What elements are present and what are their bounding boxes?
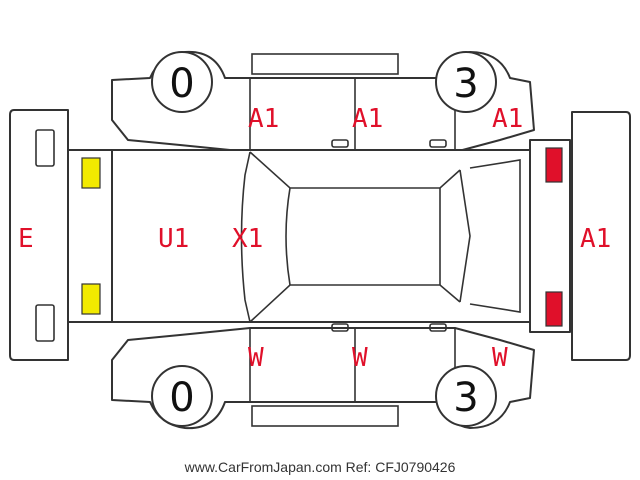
headlight-top xyxy=(81,157,101,189)
car-top-view xyxy=(111,149,531,323)
tyre-rear-right: 3 xyxy=(435,365,497,427)
watermark-text: www.CarFromJapan.com Ref: CFJ0790426 xyxy=(184,459,456,475)
tyre-front-right-mark: 0 xyxy=(169,375,194,421)
tyre-front-right: 0 xyxy=(151,365,213,427)
front-bumper xyxy=(9,109,69,361)
code-windshield: X1 xyxy=(232,224,263,254)
code-bottom-mid-door: W xyxy=(352,343,368,373)
code-top-mid-door: A1 xyxy=(352,104,383,134)
code-bottom-rear-quarter: W xyxy=(492,343,508,373)
code-hood: U1 xyxy=(158,224,189,254)
tyre-rear-left: 3 xyxy=(435,51,497,113)
taillight-top xyxy=(545,147,563,183)
code-bottom-front-fender: W xyxy=(248,343,264,373)
code-top-front-fender: A1 xyxy=(248,104,279,134)
headlight-bottom xyxy=(81,283,101,315)
code-rear-bumper: A1 xyxy=(580,224,611,254)
headlight-markers xyxy=(67,149,113,323)
tyre-front-left: 0 xyxy=(151,51,213,113)
tyre-front-left-mark: 0 xyxy=(169,61,194,107)
tyre-rear-left-mark: 3 xyxy=(453,61,478,107)
taillight-bottom xyxy=(545,291,563,327)
tyre-rear-right-mark: 3 xyxy=(453,375,478,421)
code-front-bumper: E xyxy=(18,224,34,254)
rear-bumper xyxy=(529,111,631,361)
code-top-rear-quarter: A1 xyxy=(492,104,523,134)
